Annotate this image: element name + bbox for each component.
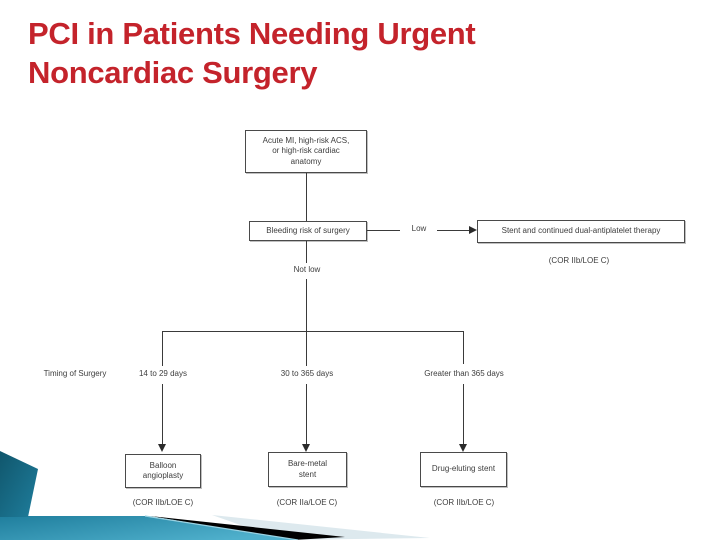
connector-notlow-to-branch — [306, 279, 307, 366]
slide-title-line2: Noncardiac Surgery — [28, 55, 318, 90]
node-drug-eluting-stent: Drug-eluting stent — [420, 452, 507, 487]
node-bleeding-risk-label: Bleeding risk of surgery — [266, 225, 350, 235]
node-acute-mi-label: Acute MI, high-risk ACS, or high-risk ca… — [262, 135, 350, 166]
arrowhead-down-bare-metal-icon — [302, 444, 310, 452]
connector-low-right — [437, 230, 470, 231]
node-acute-mi: Acute MI, high-risk ACS, or high-risk ca… — [245, 130, 367, 173]
connector-low-left — [367, 230, 400, 231]
node-bleeding-risk: Bleeding risk of surgery — [249, 221, 367, 241]
label-cor-drug-eluting: (COR IIb/LOE C) — [433, 498, 495, 507]
teal-sliver-shape — [0, 451, 38, 517]
label-branch-14-29-days: 14 to 29 days — [138, 369, 188, 378]
connector-branch-right-drop — [463, 332, 464, 364]
label-low: Low — [411, 224, 427, 233]
slide-title-line1: PCI in Patients Needing Urgent — [28, 16, 476, 51]
label-timing-of-surgery: Timing of Surgery — [43, 369, 107, 378]
teal-edge-highlight — [144, 515, 299, 540]
teal-wedge-shape — [0, 516, 298, 540]
node-bare-metal-stent: Bare-metal stent — [268, 452, 347, 487]
label-cor-bare-metal: (COR IIa/LOE C) — [276, 498, 338, 507]
arrowhead-down-drug-eluting-icon — [459, 444, 467, 452]
connector-arrow-drug-eluting — [463, 384, 464, 444]
label-cor-balloon: (COR IIb/LOE C) — [132, 498, 194, 507]
black-wedge-shape — [150, 516, 345, 540]
connector-branch-left-drop — [162, 332, 163, 366]
node-balloon-angioplasty: Balloon angioplasty — [125, 454, 201, 488]
connector-acute-to-bleeding — [306, 173, 307, 221]
connector-bleeding-to-notlow — [306, 241, 307, 263]
node-drug-eluting-stent-label: Drug-eluting stent — [431, 464, 496, 474]
label-branch-gt-365-days: Greater than 365 days — [424, 369, 504, 378]
connector-branch-horizontal — [162, 331, 464, 332]
connector-arrow-bare-metal — [306, 384, 307, 444]
label-cor-stent-dapt: (COR IIb/LOE C) — [548, 256, 610, 265]
node-stent-dapt: Stent and continued dual-antiplatelet th… — [477, 220, 685, 243]
connector-arrow-balloon — [162, 384, 163, 444]
node-balloon-angioplasty-label: Balloon angioplasty — [142, 460, 184, 480]
corner-decoration — [0, 451, 430, 540]
arrowhead-down-balloon-icon — [158, 444, 166, 452]
node-bare-metal-stent-label: Bare-metal stent — [287, 459, 328, 479]
label-branch-30-365-days: 30 to 365 days — [280, 369, 334, 378]
label-not-low: Not low — [276, 265, 338, 275]
arrowhead-right-icon — [469, 226, 477, 234]
slide-title: PCI in Patients Needing Urgent Noncardia… — [28, 14, 668, 92]
node-stent-dapt-label: Stent and continued dual-antiplatelet th… — [501, 226, 661, 236]
